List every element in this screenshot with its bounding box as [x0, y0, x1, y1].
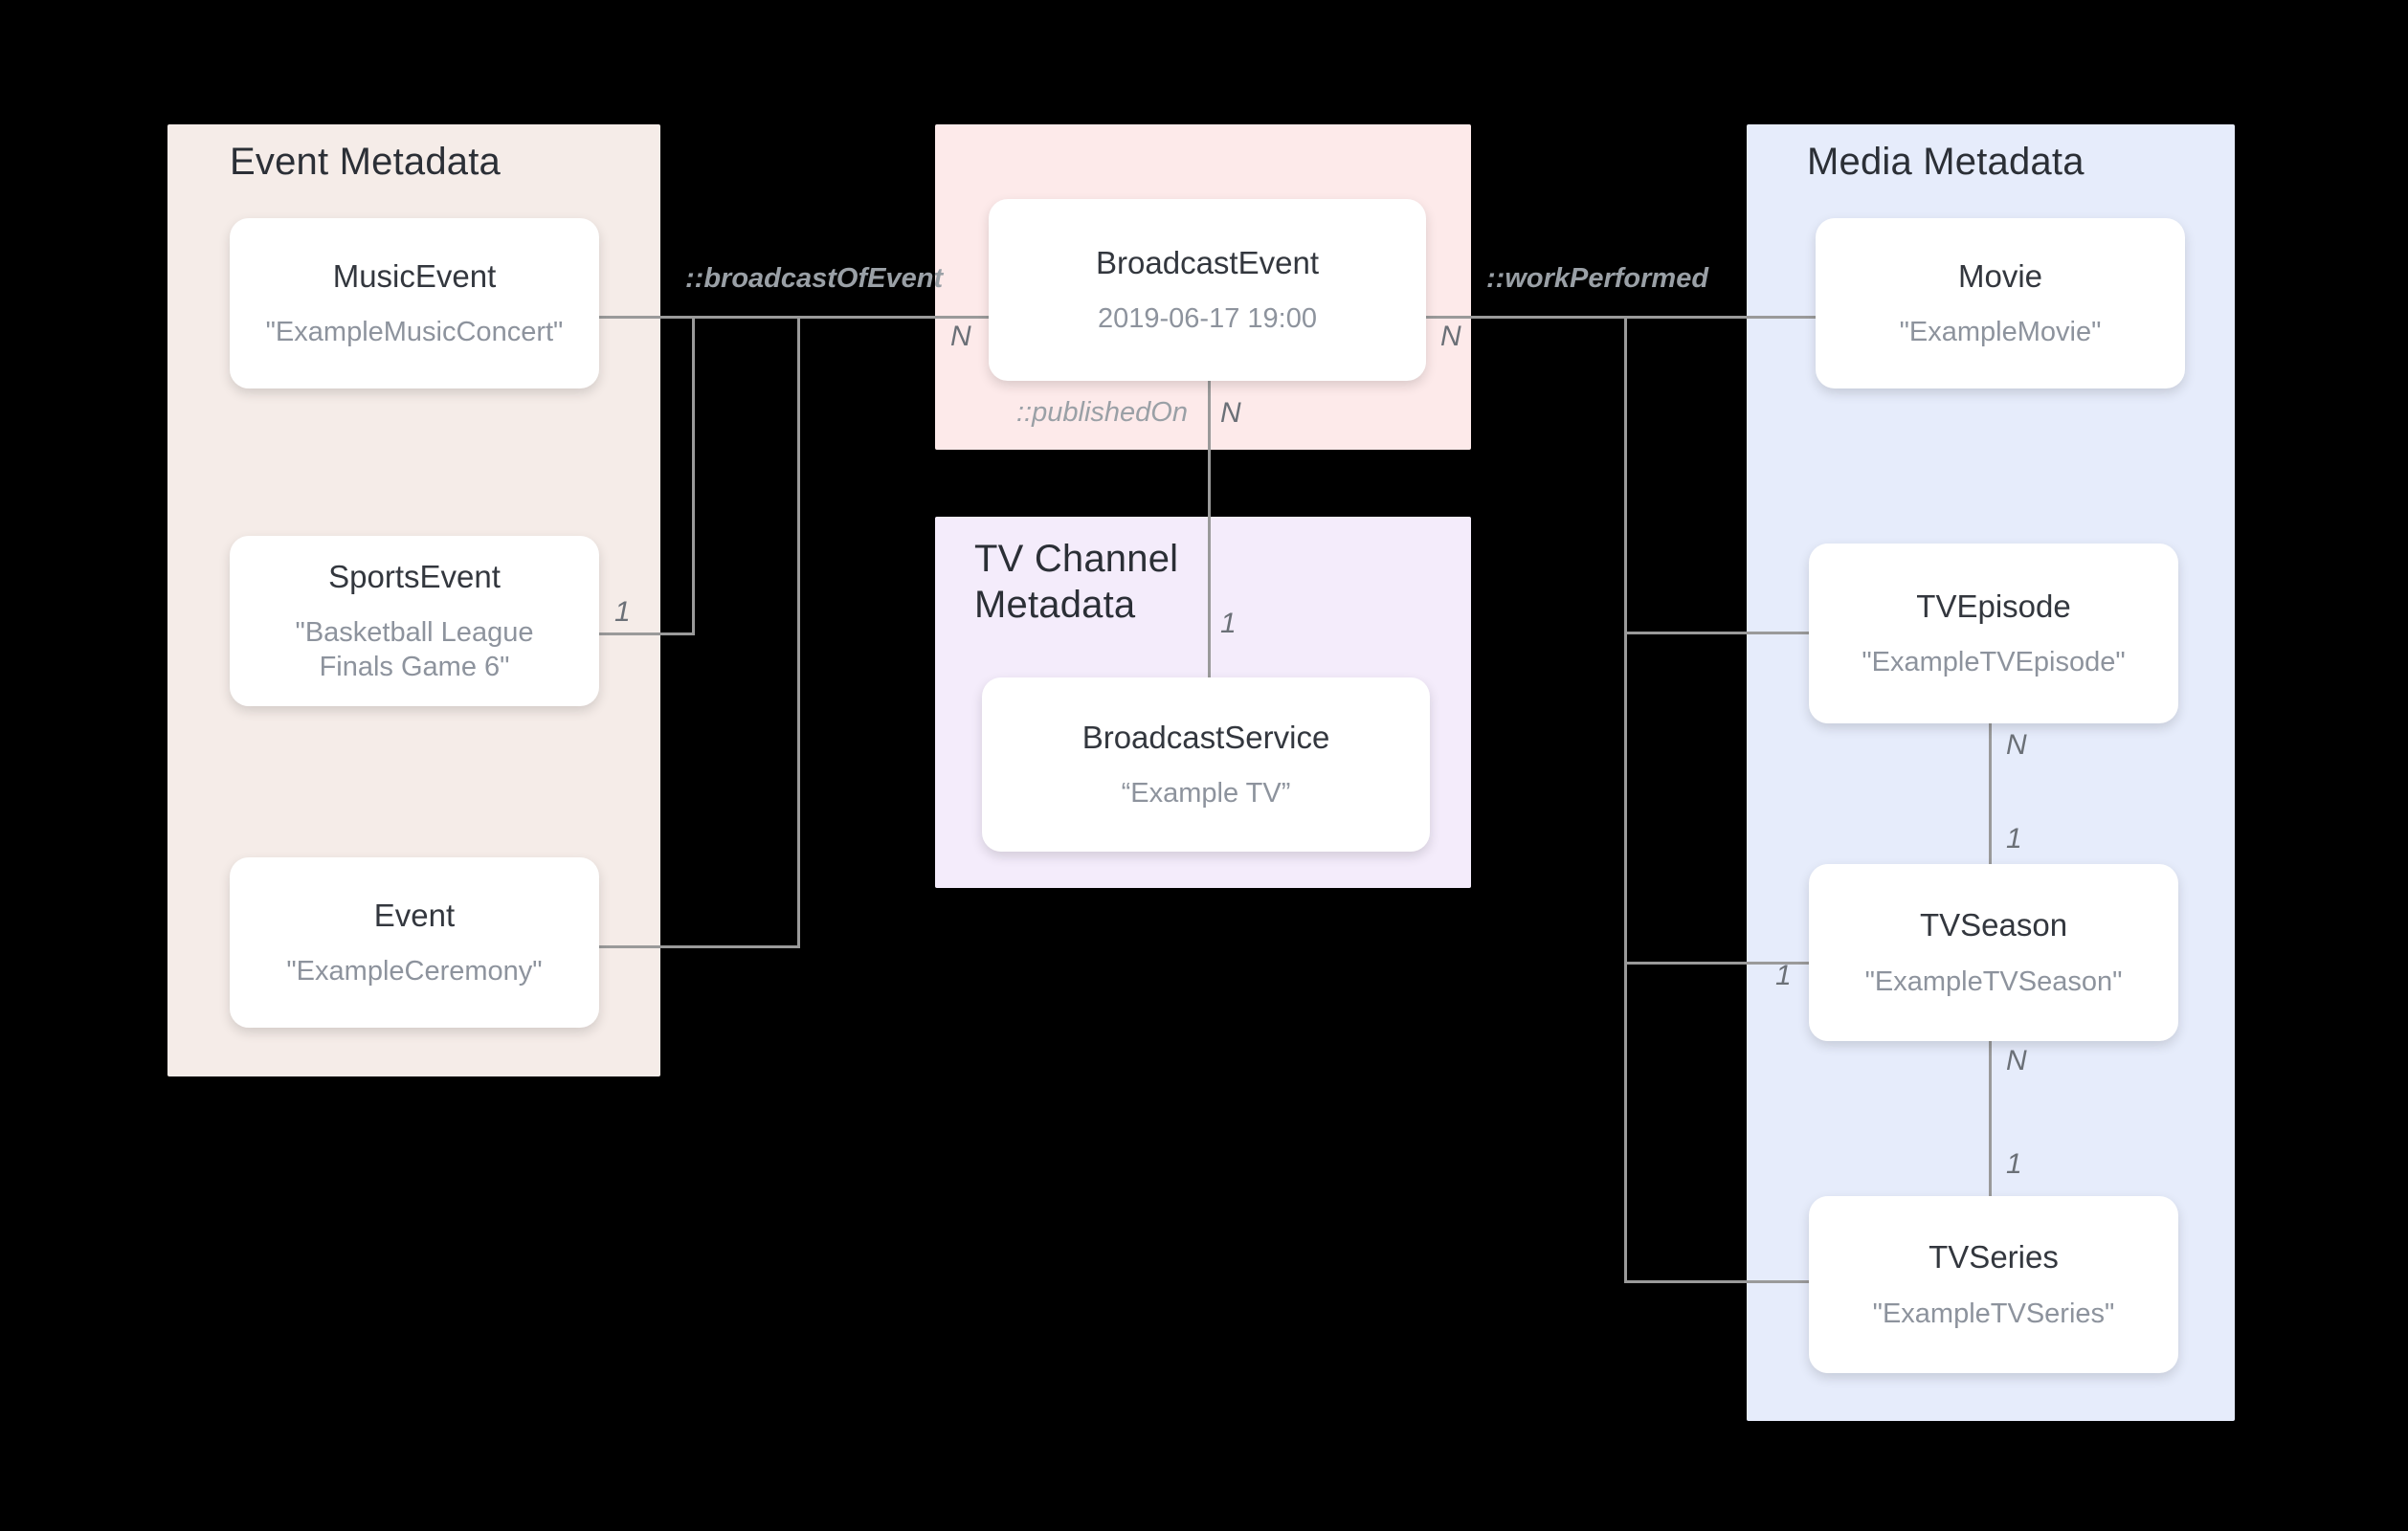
edge-publishedon-vertical: [1208, 381, 1211, 677]
edge-event-trunk-outer: [797, 316, 800, 947]
cardinality-broadcastevent-left-n: N: [950, 321, 971, 352]
edge-tvseries-horizontal: [1624, 1280, 1816, 1283]
node-tv-series-title: TVSeries: [1929, 1239, 2059, 1276]
node-music-event-subtitle: "ExampleMusicConcert": [265, 317, 564, 348]
cardinality-broadcastevent-right-n: N: [1440, 321, 1461, 352]
node-tv-episode-subtitle: "ExampleTVEpisode": [1862, 647, 2126, 678]
edge-tvseason-tvseries-vertical: [1989, 1038, 1992, 1196]
node-tv-series-subtitle: "ExampleTVSeries": [1872, 1298, 2115, 1329]
cardinality-tvepisode-n: N: [2006, 729, 2027, 761]
node-tv-episode[interactable]: TVEpisode "ExampleTVEpisode": [1809, 544, 2178, 723]
node-tv-series[interactable]: TVSeries "ExampleTVSeries": [1809, 1196, 2178, 1373]
edge-tvepisode-horizontal: [1624, 632, 1816, 634]
edge-tvepisode-tvseason-vertical: [1989, 722, 1992, 866]
edge-broadcastevent-to-media-trunk: [1426, 316, 1627, 319]
node-music-event[interactable]: MusicEvent "ExampleMusicConcert": [230, 218, 599, 388]
edge-sportsevent-horizontal: [599, 632, 695, 635]
cardinality-tvseason-n: N: [2006, 1045, 2027, 1076]
node-broadcast-service-title: BroadcastService: [1081, 719, 1330, 755]
relation-label-broadcast-of-event: ::broadcastOfEvent: [685, 263, 944, 294]
group-title-tv-channel-metadata-line1: TV Channel: [974, 538, 1179, 580]
edge-event-horizontal: [599, 945, 800, 948]
node-music-event-title: MusicEvent: [332, 257, 497, 294]
node-broadcast-event-title: BroadcastEvent: [1096, 244, 1319, 280]
node-tv-episode-title: TVEpisode: [1916, 588, 2071, 624]
group-title-tv-channel-metadata-line2: Metadata: [974, 584, 1136, 626]
group-title-event-metadata: Event Metadata: [230, 141, 501, 183]
edge-musicevent-horizontal: [599, 316, 798, 319]
node-movie-title: Movie: [1957, 257, 2043, 294]
node-tv-season-subtitle: "ExampleTVSeason": [1864, 965, 2123, 997]
edge-movie-horizontal: [1624, 316, 1816, 319]
node-sports-event-subtitle: "Basketball League Finals Game 6": [295, 617, 534, 682]
node-broadcast-service[interactable]: BroadcastService “Example TV”: [982, 677, 1430, 852]
node-movie[interactable]: Movie "ExampleMovie": [1816, 218, 2185, 388]
node-event-subtitle: "ExampleCeremony": [286, 956, 543, 987]
node-event-title: Event: [373, 897, 456, 933]
node-movie-subtitle: "ExampleMovie": [1899, 317, 2102, 348]
cardinality-publishedon-n: N: [1220, 397, 1241, 429]
cardinality-tvseries-one: 1: [2006, 1148, 2022, 1180]
edge-media-trunk: [1624, 316, 1627, 1282]
node-broadcast-event[interactable]: BroadcastEvent 2019-06-17 19:00: [989, 199, 1426, 381]
relation-label-work-performed: ::workPerformed: [1486, 263, 1709, 294]
group-title-media-metadata: Media Metadata: [1807, 141, 2085, 183]
node-broadcast-service-subtitle: “Example TV”: [1121, 778, 1291, 810]
edge-junction-to-broadcastevent: [797, 316, 989, 319]
relation-label-published-on: ::publishedOn: [1016, 397, 1188, 428]
cardinality-sportsevent-one: 1: [614, 596, 631, 628]
cardinality-tvseason-one-top: 1: [2006, 823, 2022, 854]
cardinality-tvseason-one-left: 1: [1775, 960, 1792, 991]
node-broadcast-event-subtitle: 2019-06-17 19:00: [1098, 303, 1317, 335]
node-tv-season-title: TVSeason: [1919, 907, 2068, 943]
node-event[interactable]: Event "ExampleCeremony": [230, 857, 599, 1028]
edge-sportsevent-trunk: [692, 316, 695, 635]
edge-tvseason-horizontal: [1624, 962, 1816, 965]
node-tv-season[interactable]: TVSeason "ExampleTVSeason": [1809, 864, 2178, 1041]
cardinality-broadcastservice-one: 1: [1220, 608, 1237, 639]
node-sports-event[interactable]: SportsEvent "Basketball League Finals Ga…: [230, 536, 599, 706]
node-sports-event-title: SportsEvent: [328, 558, 501, 594]
